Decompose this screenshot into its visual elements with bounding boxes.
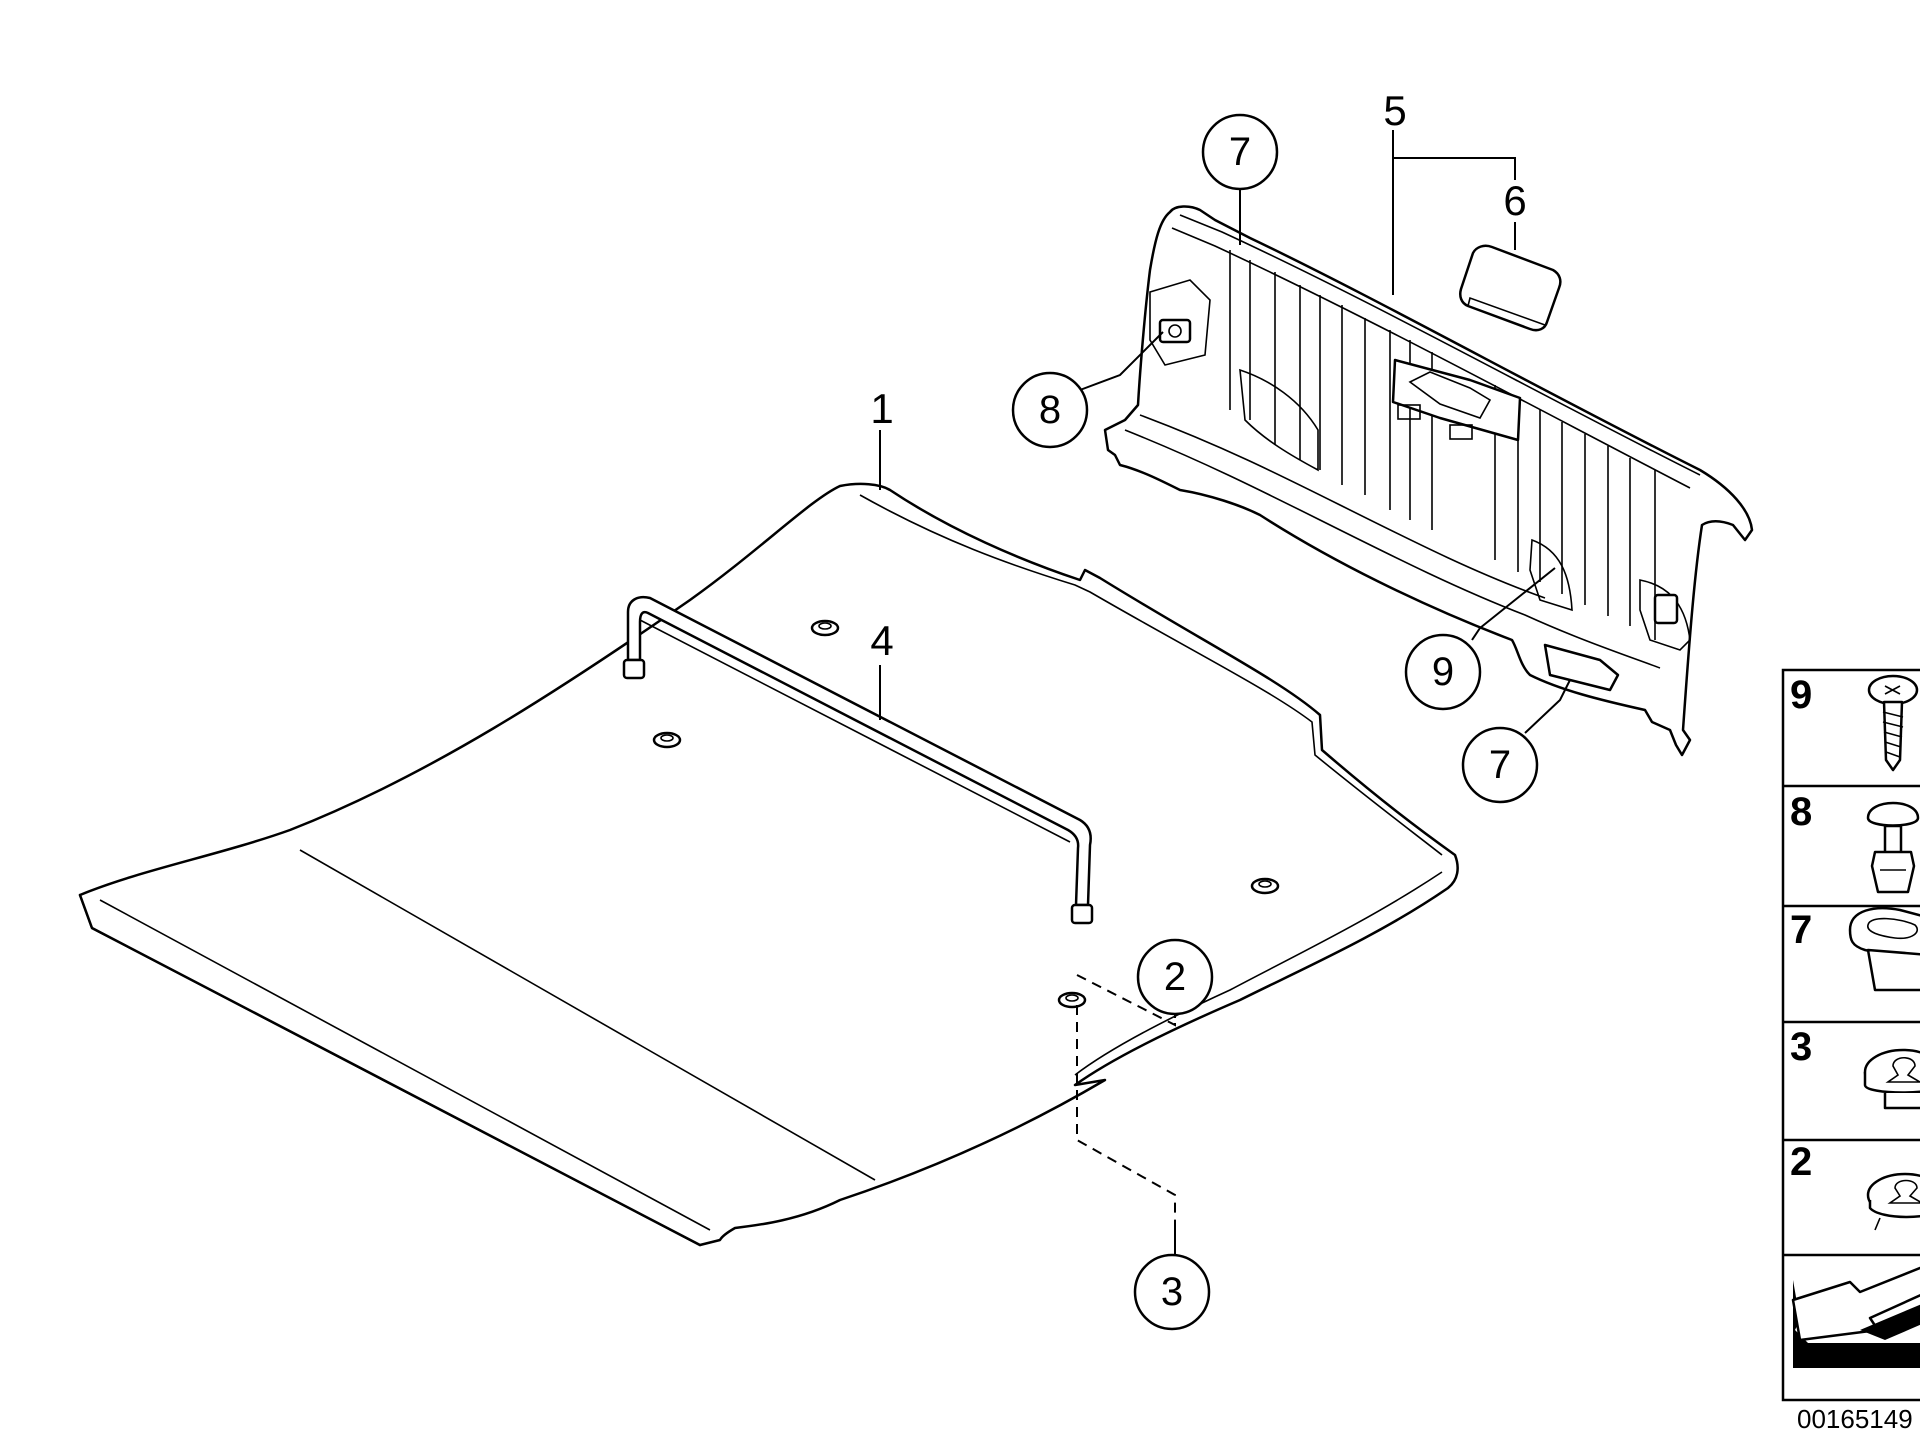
mat-hole — [1057, 991, 1087, 1009]
screw-icon — [1867, 674, 1919, 772]
grommet-small-icon — [1866, 1172, 1920, 1231]
mat-hole — [810, 619, 840, 637]
document-number: 00165149 — [1797, 1404, 1913, 1434]
clip-nut-icon — [1848, 906, 1920, 992]
callout-8: 8 — [1011, 371, 1089, 449]
callout-8-label: 8 — [1039, 388, 1061, 432]
callout-1: 1 — [870, 385, 893, 432]
legend-row-3: 3 — [1790, 1025, 1920, 1110]
direction-arrow-icon — [1791, 1266, 1920, 1368]
callout-5: 5 — [1383, 87, 1406, 134]
callout-7-bottom: 7 — [1461, 726, 1539, 804]
grommet-icon — [1863, 1048, 1920, 1110]
trunk-rear-trim-panel — [1103, 205, 1754, 757]
legend-number: 2 — [1790, 1140, 1812, 1184]
mat-hole — [1250, 877, 1280, 895]
mat-handle-strap — [622, 595, 1094, 925]
legend-number: 7 — [1790, 908, 1812, 952]
callout-4-label: 4 — [870, 617, 893, 664]
legend-row-7: 7 — [1790, 906, 1920, 992]
parts-legend: 9 8 7 — [1781, 668, 1920, 1402]
mat-hole — [652, 731, 682, 749]
callout-5-label: 5 — [1383, 87, 1406, 134]
trunk-floor-mat — [78, 482, 1459, 1247]
callout-7-top-label: 7 — [1229, 130, 1251, 174]
expanding-rivet-icon — [1866, 801, 1920, 894]
legend-number: 9 — [1790, 673, 1812, 717]
legend-number: 3 — [1790, 1025, 1812, 1069]
callout-3: 3 — [1133, 1253, 1211, 1331]
callout-4: 4 — [870, 617, 893, 664]
legend-number: 8 — [1790, 790, 1812, 834]
callout-9-label: 9 — [1432, 650, 1454, 694]
callout-2: 2 — [1136, 938, 1214, 1016]
callout-3-label: 3 — [1161, 1270, 1183, 1314]
legend-row-2: 2 — [1790, 1140, 1920, 1231]
leader-lines — [879, 130, 1571, 1258]
callout-7-top: 7 — [1201, 113, 1279, 191]
callout-6-label: 6 — [1503, 177, 1526, 224]
legend-row-9: 9 — [1790, 673, 1919, 772]
legend-row-8: 8 — [1790, 790, 1920, 894]
callout-6: 6 — [1503, 177, 1526, 224]
callout-9: 9 — [1404, 633, 1482, 711]
callout-1-label: 1 — [870, 385, 893, 432]
callout-2-label: 2 — [1164, 955, 1186, 999]
callout-7-bottom-label: 7 — [1489, 743, 1511, 787]
trim-panel-cap — [1459, 244, 1562, 332]
